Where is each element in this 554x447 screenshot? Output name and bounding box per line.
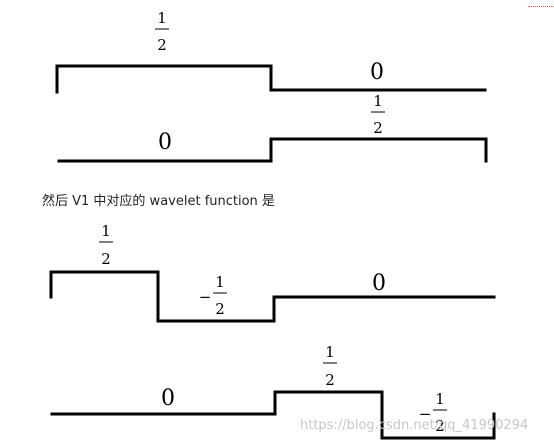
waveform-line: [50, 390, 496, 440]
value-zero-label: 0: [370, 60, 384, 85]
watermark-text: https://blog.csdn.net/qq_41990294: [300, 418, 529, 433]
fraction-numerator: 1: [373, 92, 383, 110]
fraction-denominator: 2: [325, 371, 335, 389]
fraction-denominator: 2: [157, 36, 167, 54]
waveform-line: [55, 64, 487, 94]
fraction-denominator: 2: [435, 417, 445, 435]
fraction-numerator: 1: [215, 273, 225, 291]
graph-scaling-2: 0 1 2: [57, 92, 488, 163]
waveform-line: [49, 270, 496, 323]
fraction-denominator: 2: [101, 250, 111, 268]
graph-wavelet-1: 1 2 − 1 2 0: [49, 222, 496, 323]
waveform-line: [57, 137, 488, 163]
fraction-denominator: 2: [215, 300, 225, 318]
graph-wavelet-2: 0 1 2 − 1 2: [50, 343, 496, 440]
caption-text: 然后 V1 中对应的 wavelet function 是: [42, 194, 275, 209]
value-zero-label: 0: [158, 130, 172, 155]
minus-sign: −: [199, 288, 212, 306]
corner-selection-mark: [528, 0, 554, 7]
fraction-numerator: 1: [157, 9, 167, 27]
fraction-numerator: 1: [101, 222, 111, 240]
value-zero-label: 0: [161, 386, 175, 411]
graph-scaling-1: 1 2 0: [55, 9, 487, 94]
value-zero-label: 0: [372, 271, 386, 296]
fraction-numerator: 1: [435, 390, 445, 408]
fraction-denominator: 2: [373, 119, 383, 137]
fraction-numerator: 1: [325, 343, 335, 361]
minus-sign: −: [419, 405, 432, 423]
